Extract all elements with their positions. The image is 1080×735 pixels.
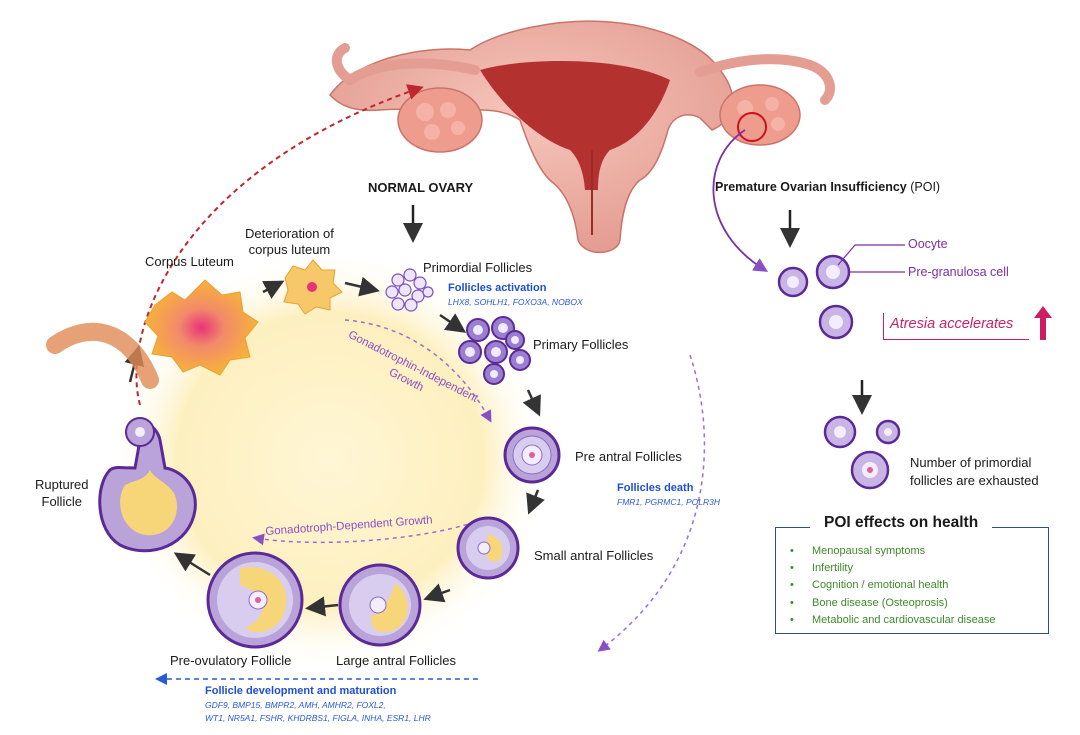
pre-ovulatory-follicle (206, 551, 304, 649)
list-item: • Bone disease (Osteoprosis) (790, 595, 995, 612)
cycle-arrow-6 (423, 583, 451, 603)
cycle-arrow-5 (526, 489, 545, 515)
pre-ovulatory-label: Pre-ovulatory Follicle (170, 653, 292, 668)
gi-growth-arc (344, 319, 492, 423)
pre-antral-label: Pre antral Follicles (575, 449, 682, 464)
death-title: Follicles death (617, 482, 694, 494)
primary-follicles-cluster (458, 316, 531, 385)
cycle-arrow-3 (439, 313, 467, 333)
primordial-follicles-cluster (385, 268, 434, 312)
ruptured-follicle (46, 322, 197, 553)
atresia-callout (883, 313, 1029, 340)
ruptured-label-line1: Ruptured (35, 477, 89, 492)
development-genes-line2: WT1, NR5A1, FSHR, KHDRBS1, FIGLA, INHA, … (205, 713, 431, 723)
ovulation-return-arrow (135, 84, 424, 406)
poi-effects-box (775, 527, 1049, 634)
poi-effect-text: Infertility (812, 562, 853, 575)
pre-antral-follicle (503, 426, 561, 484)
list-item: • Metabolic and cardiovascular disease (790, 612, 995, 629)
primordial-label: Primordial Follicles (423, 260, 533, 275)
cycle-arrow-2 (344, 276, 380, 297)
normal-ovary-label: NORMAL OVARY (368, 180, 474, 195)
corpus-luteum-label: Corpus Luteum (145, 254, 234, 269)
atresia-label: Atresia accelerates (890, 316, 1014, 332)
poi-zoom-arrow (712, 129, 769, 272)
poi-title-main: Premature Ovarian Insufficiency (715, 180, 907, 194)
poi-effect-text: Menopausal symptoms (812, 545, 926, 557)
corpus-luteum (144, 279, 259, 376)
bullet-icon: • (790, 545, 794, 557)
bullet-icon: • (790, 562, 794, 575)
list-item: • Infertility (790, 560, 995, 577)
pre-granulosa-label: Pre-granulosa cell (908, 265, 1009, 279)
oocyte-label: Oocyte (908, 237, 948, 251)
large-antral-follicle (338, 563, 422, 647)
deteriorating-corpus-luteum-core (307, 282, 317, 292)
primary-label: Primary Follicles (533, 337, 629, 352)
bullet-icon: • (790, 613, 794, 626)
ruptured-label-line2: Follicle (41, 494, 82, 509)
cycle-arrow-8 (173, 552, 211, 577)
list-item: • Cognition / emotional health (790, 577, 995, 594)
small-antral-follicle (456, 516, 520, 580)
activation-genes: LHX8, SOHLH1, FOXO3A, NOBOX (448, 297, 583, 307)
deterioration-label: Deterioration of corpus luteum (245, 226, 334, 258)
bullet-icon: • (790, 579, 794, 592)
ruptured-label: Ruptured Follicle (35, 476, 88, 510)
small-antral-label: Small antral Follicles (534, 548, 654, 563)
bullet-icon: • (790, 596, 794, 609)
death-genes: FMR1, PGRMC1, POLR3H (617, 497, 720, 507)
activation-title: Follicles activation (448, 282, 547, 294)
poi-effect-text: Metabolic and cardiovascular disease (812, 613, 996, 626)
atresia-up-arrow-icon (1034, 306, 1052, 340)
deterioration-label-line1: Deterioration of (245, 226, 334, 241)
poi-effect-text: Bone disease (Osteoprosis) (812, 596, 948, 609)
list-item: • Menopausal symptoms (790, 543, 995, 560)
poi-title: Premature Ovarian Insufficiency (POI) (715, 180, 940, 194)
follicle-death-arc (597, 354, 706, 652)
cycle-arrow-1 (262, 280, 285, 299)
exhausted-label-line2: follicles are exhausted (910, 473, 1039, 488)
exhausted-label: Number of primordial follicles are exhau… (910, 454, 1039, 490)
development-genes-line1: GDF9, BMP15, BMPR2, AMH, AMHR2, FOXL2, (205, 700, 386, 710)
large-antral-label: Large antral Follicles (336, 653, 456, 668)
development-title: Follicle development and maturation (205, 685, 397, 697)
uterus-illustration (329, 20, 835, 254)
poi-title-abbr: (POI) (910, 180, 941, 194)
oocyte-pointer (837, 244, 905, 266)
poi-follicles (777, 254, 901, 490)
poi-effects-list: • Menopausal symptoms • Infertility • Cogni… (790, 543, 995, 629)
deterioration-label-line2: corpus luteum (248, 242, 331, 257)
cycle-arrow-4 (522, 389, 541, 417)
exhausted-label-line1: Number of primordial (910, 455, 1032, 470)
poi-effect-text: Cognition / emotional health (812, 579, 949, 592)
cycle-arrow-7 (305, 596, 339, 617)
poi-effects-title: POI effects on health (810, 514, 993, 532)
